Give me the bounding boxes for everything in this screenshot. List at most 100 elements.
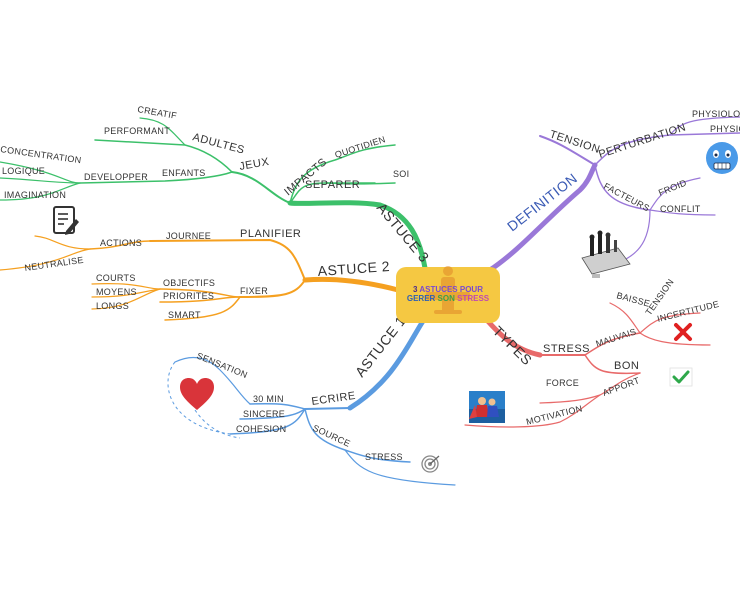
- center-title-part-5: STRESS: [457, 294, 490, 303]
- label-30min: 30 MIN: [253, 394, 284, 404]
- label-mauvais: MAUVAIS: [595, 326, 638, 348]
- branch-line-priorites: [159, 296, 241, 303]
- heart-icon: [180, 378, 214, 410]
- label-sincere: SINCERE: [243, 409, 285, 419]
- branch-line-fixer: [239, 279, 306, 298]
- branch-line-jeux: [231, 171, 291, 204]
- label-fixer: FIXER: [240, 286, 268, 296]
- notepad-pencil-icon: [53, 206, 79, 235]
- label-enfants: ENFANTS: [162, 168, 206, 178]
- label-physic: PHYSIC: [710, 124, 740, 134]
- dashed-connectors: [167, 361, 241, 439]
- label-force: FORCE: [546, 378, 579, 388]
- label-soi: SOI: [393, 169, 409, 179]
- chess-board-image: [581, 230, 631, 278]
- label-baisse: BAISSE: [615, 290, 651, 309]
- branch-line-neutralise: [0, 248, 91, 271]
- branch-line-moyens: [91, 288, 161, 298]
- branch-line-imagination: [0, 182, 81, 201]
- branch-line-motivation: [464, 394, 601, 428]
- labels-types: TYPES STRESS MAUVAIS BAISSE TENSION INCE…: [490, 277, 720, 427]
- branch-line-impacts: [289, 144, 396, 204]
- branch-line-conflit: [649, 209, 716, 216]
- label-developper: DEVELOPPER: [84, 172, 148, 182]
- label-separer: SEPARER: [305, 179, 360, 191]
- label-facteurs: FACTEURS: [602, 181, 651, 213]
- branch-line-baisse: [609, 302, 641, 334]
- branch-line-soi: [324, 182, 396, 185]
- label-adultes: ADULTES: [191, 131, 246, 156]
- label-sensation: SENSATION: [195, 351, 249, 381]
- branch-line-cross: [639, 332, 711, 346]
- branch-line-actions-up: [34, 235, 91, 250]
- center-title-line-2: GERER SON STRESS: [407, 294, 490, 303]
- branch-line-30min: [249, 403, 306, 410]
- label-incertitude: INCERTITUDE: [656, 299, 720, 324]
- branch-line-facteurs: [594, 164, 651, 211]
- branch-line-astuce1: [347, 315, 428, 411]
- labels-definition: DEFINITION TENSION PERTURBATION PHYSIOLO…: [504, 109, 740, 234]
- branch-line-incertitude: [639, 312, 701, 334]
- label-perturbation: PERTURBATION: [597, 121, 687, 161]
- label-actions: ACTIONS: [100, 238, 142, 248]
- label-longs: LONGS: [96, 301, 129, 311]
- branch-definition: [487, 116, 740, 273]
- label-astuce1: ASTUCE 1: [352, 313, 409, 380]
- dashed-connector-1: [167, 361, 231, 435]
- branch-line-froid: [649, 177, 701, 211]
- label-performant: PERFORMANT: [104, 126, 170, 136]
- label-conflit: CONFLIT: [660, 204, 701, 214]
- label-concentration: CONCENTRATION: [0, 144, 82, 165]
- label-bon: BON: [614, 360, 639, 372]
- branch-line-actions: [89, 240, 151, 250]
- label-astuce2: ASTUCE 2: [317, 258, 390, 279]
- branch-line-stress-a1: [344, 449, 456, 486]
- label-priorites: PRIORITES: [163, 291, 214, 301]
- label-jeux: JEUX: [238, 156, 270, 173]
- person-at-desk-icon: [426, 266, 470, 314]
- branch-astuce2: [0, 235, 401, 321]
- center-title-part-3: GERER: [407, 294, 438, 303]
- branch-line-astuce3: [287, 200, 428, 271]
- branch-line-creatif: [139, 117, 186, 146]
- center-title-part-1: 3: [413, 285, 419, 294]
- label-apport: APPORT: [601, 375, 641, 398]
- label-logique: LOGIQUE: [2, 166, 45, 176]
- label-imagination: IMAGINATION: [4, 190, 66, 200]
- branch-line-bon: [584, 354, 641, 375]
- branch-line-courts: [91, 283, 161, 290]
- label-moyens: MOYENS: [96, 287, 137, 297]
- branch-line-definition: [487, 162, 598, 273]
- branch-line-physiolo: [669, 116, 740, 136]
- label-impacts: IMPACTS: [282, 156, 329, 198]
- label-courts: COURTS: [96, 273, 136, 283]
- label-planifier: PLANIFIER: [240, 228, 301, 240]
- branch-astuce1: [174, 315, 456, 486]
- label-journee: JOURNEE: [166, 231, 211, 241]
- green-check-icon: [669, 367, 693, 387]
- branch-line-sensation: [174, 356, 251, 405]
- label-smart: SMART: [168, 310, 201, 320]
- branch-line-astuce2: [302, 276, 401, 293]
- label-physiolo: PHYSIOLO: [692, 109, 740, 119]
- label-objectifs: OBJECTIFS: [163, 278, 215, 288]
- branch-line-logique: [0, 177, 81, 184]
- branch-line-ecrire: [304, 407, 351, 410]
- cold-face-emoji-icon: [706, 142, 738, 174]
- branch-line-longs: [91, 288, 161, 310]
- label-cohesion: COHESION: [236, 424, 286, 434]
- center-node[interactable]: 3 ASTUCES POUR GERER SON STRESS: [396, 266, 500, 323]
- center-title-part-4: SON: [438, 294, 458, 303]
- labels-astuce2: ASTUCE 2 PLANIFIER JOURNEE ACTIONS NEUTR…: [24, 228, 391, 320]
- branch-line-mauvais: [584, 332, 641, 356]
- branch-line-smart: [164, 296, 241, 321]
- red-cross-icon: [674, 323, 692, 341]
- label-stress-types: STRESS: [543, 343, 590, 355]
- label-stress-a1: STRESS: [365, 452, 403, 462]
- label-neutralise: NEUTRALISE: [24, 255, 84, 273]
- label-astuce3: ASTUCE 3: [374, 200, 433, 266]
- center-title-part-2: ASTUCES POUR: [419, 285, 483, 294]
- target-icon: [421, 455, 440, 473]
- branch-line-enfants: [79, 171, 233, 184]
